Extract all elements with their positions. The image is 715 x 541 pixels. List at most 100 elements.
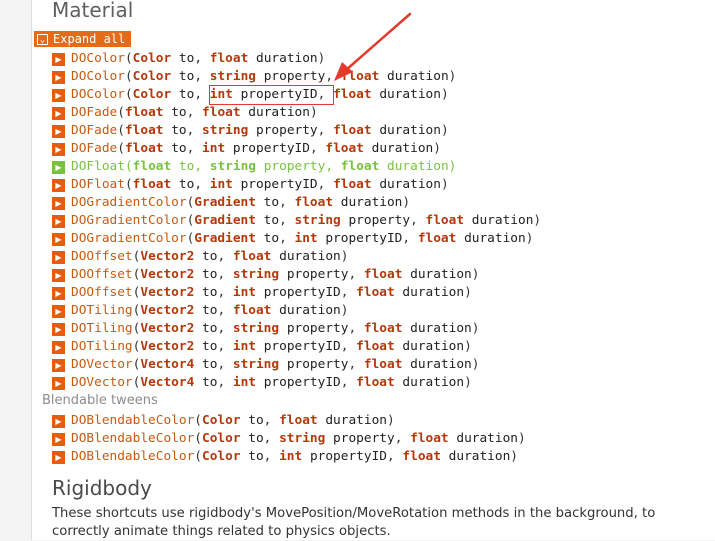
expand-arrow-icon[interactable]: ▶ [52,414,65,428]
expand-arrow-icon[interactable]: ▶ [52,142,65,156]
expand-arrow-icon[interactable]: ▶ [52,322,65,336]
param-name: to [248,449,264,464]
method-row[interactable]: ▶DOBlendableColor(Color to, float durati… [52,412,395,430]
param-type: float [363,267,403,282]
method-row[interactable]: ▶DOVector(Vector4 to, int propertyID, fl… [52,374,472,392]
method-row[interactable]: ▶DOOffset(Vector2 to, string property, f… [52,266,479,284]
method-row[interactable]: ▶DOBlendableColor(Color to, string prope… [52,430,526,448]
param-type: Color [132,51,172,66]
method-row[interactable]: ▶DOFloat(float to, int propertyID, float… [52,176,449,194]
param-name: duration [279,249,341,264]
method-row[interactable]: ▶DOGradientColor(Gradient to, int proper… [52,230,533,248]
param-name: to [178,69,195,84]
param-name: to [202,285,218,300]
method-name: DOTiling [71,303,133,318]
method-row[interactable]: ▶DOGradientColor(Gradient to, float dura… [52,194,410,212]
method-row[interactable]: ▶DOBlendableColor(Color to, int property… [52,448,518,466]
param-name: to [202,357,218,372]
expand-arrow-icon[interactable]: ▶ [52,178,65,192]
param-type: float [132,177,172,192]
param-type: int [232,375,256,390]
param-type: float [124,105,164,120]
expand-arrow-icon[interactable]: ▶ [52,52,65,66]
param-type: int [232,285,256,300]
param-name: propertyID [263,285,341,300]
expand-arrow-icon[interactable]: ▶ [52,340,65,354]
expand-arrow-icon[interactable]: ▶ [52,88,65,102]
method-row[interactable]: ▶DOVector(Vector4 to, string property, f… [52,356,479,374]
expand-arrow-icon[interactable]: ▶ [52,358,65,372]
param-type: float [340,159,380,174]
method-name: DOFloat [71,159,125,174]
expand-arrow-icon[interactable]: ▶ [52,196,65,210]
expand-arrow-icon[interactable]: ▶ [52,268,65,282]
expand-arrow-icon[interactable]: ▶ [52,450,65,464]
method-row[interactable]: ▶DOTiling(Vector2 to, int propertyID, fl… [52,338,472,356]
expand-arrow-icon[interactable]: ▶ [52,286,65,300]
param-type: int [209,87,233,102]
param-name: propertyID [263,339,341,354]
expand-arrow-icon[interactable]: ▶ [52,124,65,138]
method-name: DOFade [71,123,118,138]
param-name: duration [471,213,534,228]
method-row[interactable]: ▶DOFade(float to, int propertyID, float … [52,140,441,158]
param-type: float [402,449,441,464]
method-row[interactable]: ▶DOTiling(Vector2 to, float duration) [52,302,348,320]
param-type: float [340,69,380,84]
method-name: DOFloat [71,177,125,192]
expand-arrow-icon[interactable]: ▶ [52,376,65,390]
param-name: duration [248,105,310,120]
method-row[interactable]: ▶DOColor(Color to, string property, floa… [52,68,456,86]
expand-arrow-icon[interactable]: ▶ [52,70,65,84]
param-name: property [263,69,326,84]
param-name: to [178,51,195,66]
expand-arrow-icon[interactable]: ▶ [52,432,65,446]
param-name: to [202,267,218,282]
expand-arrow-icon[interactable]: ▶ [52,304,65,318]
method-row[interactable]: ▶DOFloat(float to, string property, floa… [52,158,456,176]
expand-arrow-icon[interactable]: ▶ [52,106,65,120]
method-row[interactable]: ▶DOOffset(Vector2 to, float duration) [52,248,348,266]
param-type: Vector2 [140,303,195,318]
method-row[interactable]: ▶DOColor(Color to, float duration) [52,50,325,68]
expand-all-button[interactable]: ⌄ Expand all [34,31,132,47]
expand-arrow-icon[interactable]: ▶ [52,250,65,264]
param-name: propertyID [232,141,310,156]
param-type: string [294,213,341,228]
section-title-material: Material [52,0,134,22]
method-row[interactable]: ▶DOColor(Color to, int propertyID, float… [52,85,449,105]
param-name: duration [279,303,341,318]
docs-panel: Material ⌄ Expand all ▶DOColor(Color to,… [31,0,715,540]
param-type: float [333,87,372,102]
param-type: int [232,339,256,354]
expand-arrow-icon[interactable]: ▶ [52,214,65,228]
expand-arrow-icon[interactable]: ▶ [52,160,65,174]
param-name: to [202,339,218,354]
method-row[interactable]: ▶DOTiling(Vector2 to, string property, f… [52,320,479,338]
param-name: to [202,375,218,390]
param-type: float [333,177,372,192]
param-name: to [202,249,218,264]
param-name: propertyID [263,375,341,390]
param-name: to [202,321,218,336]
param-name: duration [402,285,465,300]
param-type: float [356,285,395,300]
param-type: float [356,375,395,390]
method-name: DOBlendableColor [71,431,195,446]
param-type: string [232,267,280,282]
param-name: propertyID [240,177,318,192]
method-row[interactable]: ▶DOFade(float to, string property, float… [52,122,449,140]
method-row[interactable]: ▶DOGradientColor(Gradient to, string pro… [52,212,541,230]
expand-arrow-icon[interactable]: ▶ [52,232,65,246]
method-row[interactable]: ▶DOOffset(Vector2 to, int propertyID, fl… [52,284,472,302]
param-name: propertyID [309,449,387,464]
param-type: float [425,213,465,228]
method-name: DOBlendableColor [71,413,195,428]
param-type: Vector2 [140,249,195,264]
param-type: int [209,177,233,192]
method-row[interactable]: ▶DOFade(float to, float duration) [52,104,318,122]
param-type: Vector2 [140,285,195,300]
param-type: Color [132,69,172,84]
param-name: to [263,195,280,210]
subheading-blendable-tweens: Blendable tweens [42,393,158,408]
